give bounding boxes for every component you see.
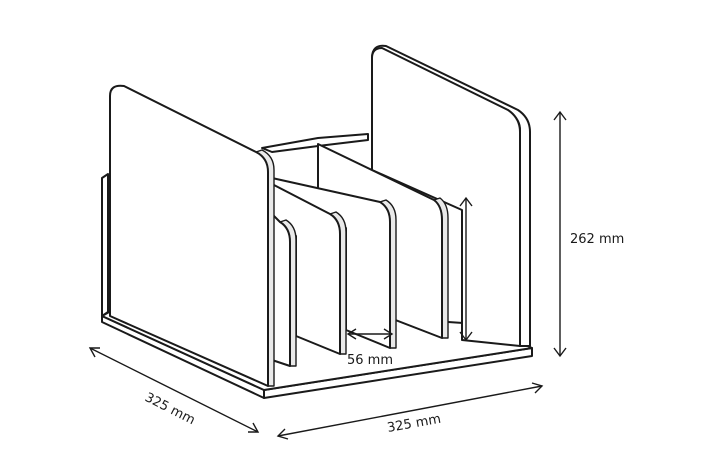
top-rail [261,133,369,153]
front-panel [101,84,275,387]
back-panel [371,44,531,347]
width-label: 325 mm [386,412,442,436]
dim-height [553,110,567,358]
dim-slot-gap [346,328,394,340]
slot-gap-label: 56 mm [347,353,393,368]
height-label: 262 mm [570,232,624,247]
dim-width [276,382,544,440]
divider-front [271,213,297,367]
depth-label: 325 mm [142,390,197,428]
dim-slot-height [459,196,473,342]
dim-depth [88,347,260,433]
